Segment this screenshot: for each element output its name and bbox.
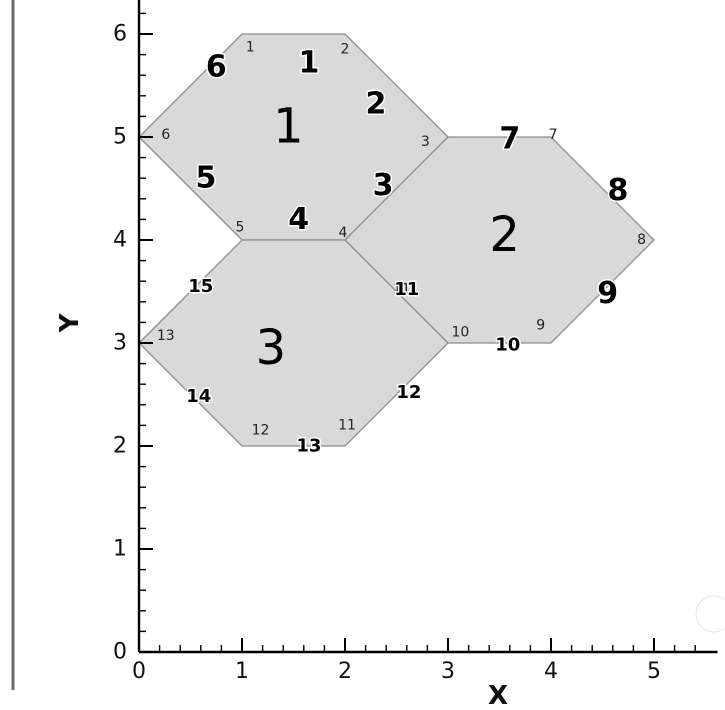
y-tick-label: 5 (113, 125, 127, 150)
node-label: 12 (252, 423, 270, 439)
node-label: 4 (338, 225, 347, 241)
node-label: 6 (161, 127, 170, 143)
node-label: 9 (536, 317, 545, 333)
edge-label: 7 (499, 122, 520, 157)
node-label: 13 (157, 328, 175, 344)
edge-label: 10 (495, 335, 520, 356)
node-label: 11 (393, 281, 411, 297)
x-tick-label: 2 (338, 659, 352, 684)
node-label: 11 (338, 417, 356, 433)
cell-label-3: 3 (256, 320, 287, 376)
edge-label: 1 (299, 45, 320, 80)
edge-label: 4 (288, 202, 309, 237)
node-label: 2 (341, 41, 350, 57)
edge-label: 8 (608, 173, 629, 208)
y-tick-label: 4 (113, 228, 127, 253)
edge-label: 9 (597, 276, 618, 311)
y-tick-label: 2 (113, 434, 127, 459)
cell-label-2: 2 (489, 207, 520, 263)
node-label: 8 (637, 232, 646, 248)
edge-label: 14 (186, 386, 211, 407)
edge-label: 15 (188, 276, 213, 297)
x-tick-label: 5 (647, 659, 661, 684)
edge-label: 12 (396, 382, 421, 403)
node-label: 10 (451, 325, 469, 341)
y-axis-title: Y (55, 312, 85, 333)
x-tick-label: 3 (441, 659, 455, 684)
node-label: 3 (421, 134, 430, 150)
node-label: 7 (549, 127, 558, 143)
edge-label: 13 (296, 436, 321, 457)
y-tick-label: 0 (113, 640, 127, 665)
x-tick-label: 0 (132, 659, 146, 684)
node-label: 1 (246, 39, 255, 55)
cells-layer (138, 33, 655, 447)
x-tick-label: 4 (544, 659, 558, 684)
y-tick-label: 1 (113, 537, 127, 562)
edge-label: 5 (196, 161, 217, 196)
y-tick-label: 3 (113, 331, 127, 356)
cell-label-1: 1 (273, 99, 304, 155)
node-label: 5 (235, 220, 244, 236)
edge-label: 3 (373, 168, 394, 203)
edge-label: 11 (394, 279, 419, 300)
x-axis-title: X (488, 681, 508, 710)
edge-label: 6 (206, 49, 227, 84)
floating-button[interactable] (695, 595, 725, 633)
y-tick-label: 6 (113, 22, 127, 47)
edge-label: 2 (365, 87, 386, 122)
x-tick-label: 1 (235, 659, 249, 684)
